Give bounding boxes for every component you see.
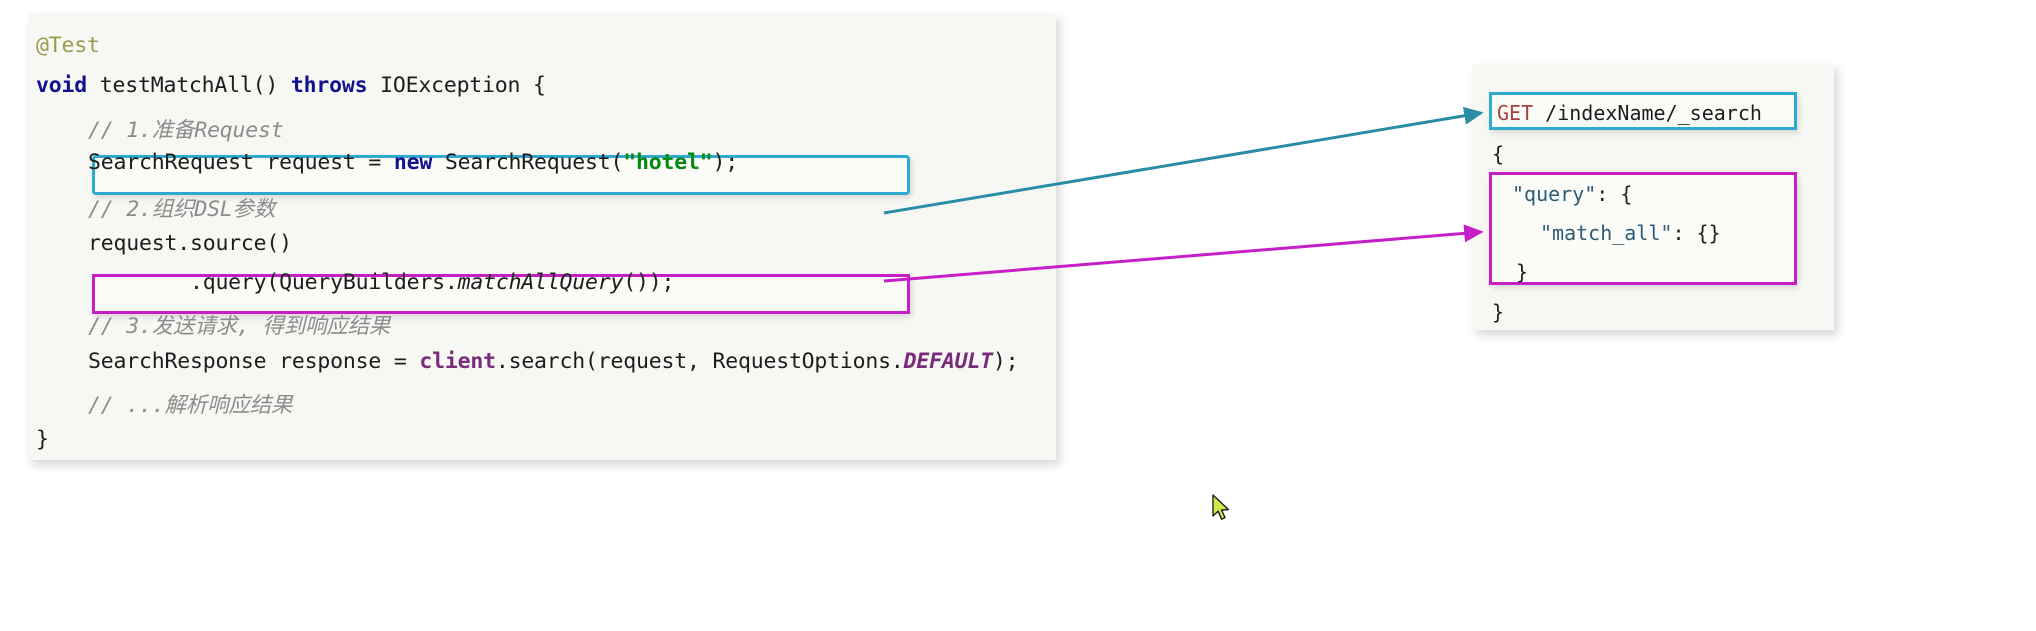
code-comment-build-dsl: // 2.组织DSL参数 [88,197,276,222]
constant-default: DEFAULT [903,349,993,374]
query-call-prefix: .query(QueryBuilders. [88,270,458,295]
dsl-line-request: GET /indexName/_search [1497,101,1762,125]
query-builder-highlight-box[interactable] [92,274,910,314]
code-comment-send-request: // 3.发送请求, 得到响应结果 [88,314,391,339]
code-line-search-response: SearchResponse response = client.search(… [88,349,1019,374]
method-name: testMatchAll() [86,73,291,98]
json-query-open: : { [1596,182,1633,206]
dsl-line-open-brace: { [1492,142,1505,166]
search-call-args: .search(request, RequestOptions. [495,349,904,374]
code-line-query-builders: .query(QueryBuilders.matchAllQuery()); [88,270,675,295]
code-line-closing-brace: } [36,427,49,452]
search-request-declaration: SearchRequest request = [88,150,394,175]
get-request-highlight-box[interactable] [1489,92,1797,130]
code-comment-parse-response: // ...解析响应结果 [88,393,293,418]
field-client: client [419,349,496,374]
search-request-constructor: SearchRequest( [432,150,624,175]
mouse-cursor-icon [1212,494,1230,520]
code-line-search-request: SearchRequest request = new SearchReques… [88,150,738,175]
string-literal-hotel: "hotel" [623,150,713,175]
json-key-query: "query" [1512,182,1597,206]
json-key-match-all: "match_all" [1540,221,1673,245]
keyword-void: void [36,73,87,98]
dsl-line-match-all: "match_all": {} [1540,221,1721,245]
keyword-new: new [393,150,433,175]
search-call-tail: ); [992,349,1019,374]
code-comment-prepare-request: // 1.准备Request [88,118,284,143]
code-line-method-signature: void testMatchAll() throws IOException { [36,73,546,98]
code-line-annotation: @Test [36,33,100,58]
json-match-all-value: : {} [1672,221,1721,245]
method-match-all-query: matchAllQuery [457,270,624,295]
dsl-line-outer-close-brace: } [1492,300,1505,324]
search-request-tail: ); [712,150,738,175]
keyword-throws: throws [290,73,368,98]
search-response-declaration: SearchResponse response = [88,349,420,374]
dsl-query-highlight-box[interactable] [1489,172,1797,285]
code-line-request-source: request.source() [88,231,292,256]
dsl-line-query-key: "query": { [1512,182,1632,206]
http-verb-get: GET [1497,101,1534,125]
dsl-line-inner-close-brace: } [1516,260,1529,284]
search-request-highlight-box[interactable] [92,155,910,195]
request-path: /indexName/_search [1533,101,1762,125]
query-call-suffix: ()); [623,270,675,295]
exception-type: IOException { [367,73,546,98]
